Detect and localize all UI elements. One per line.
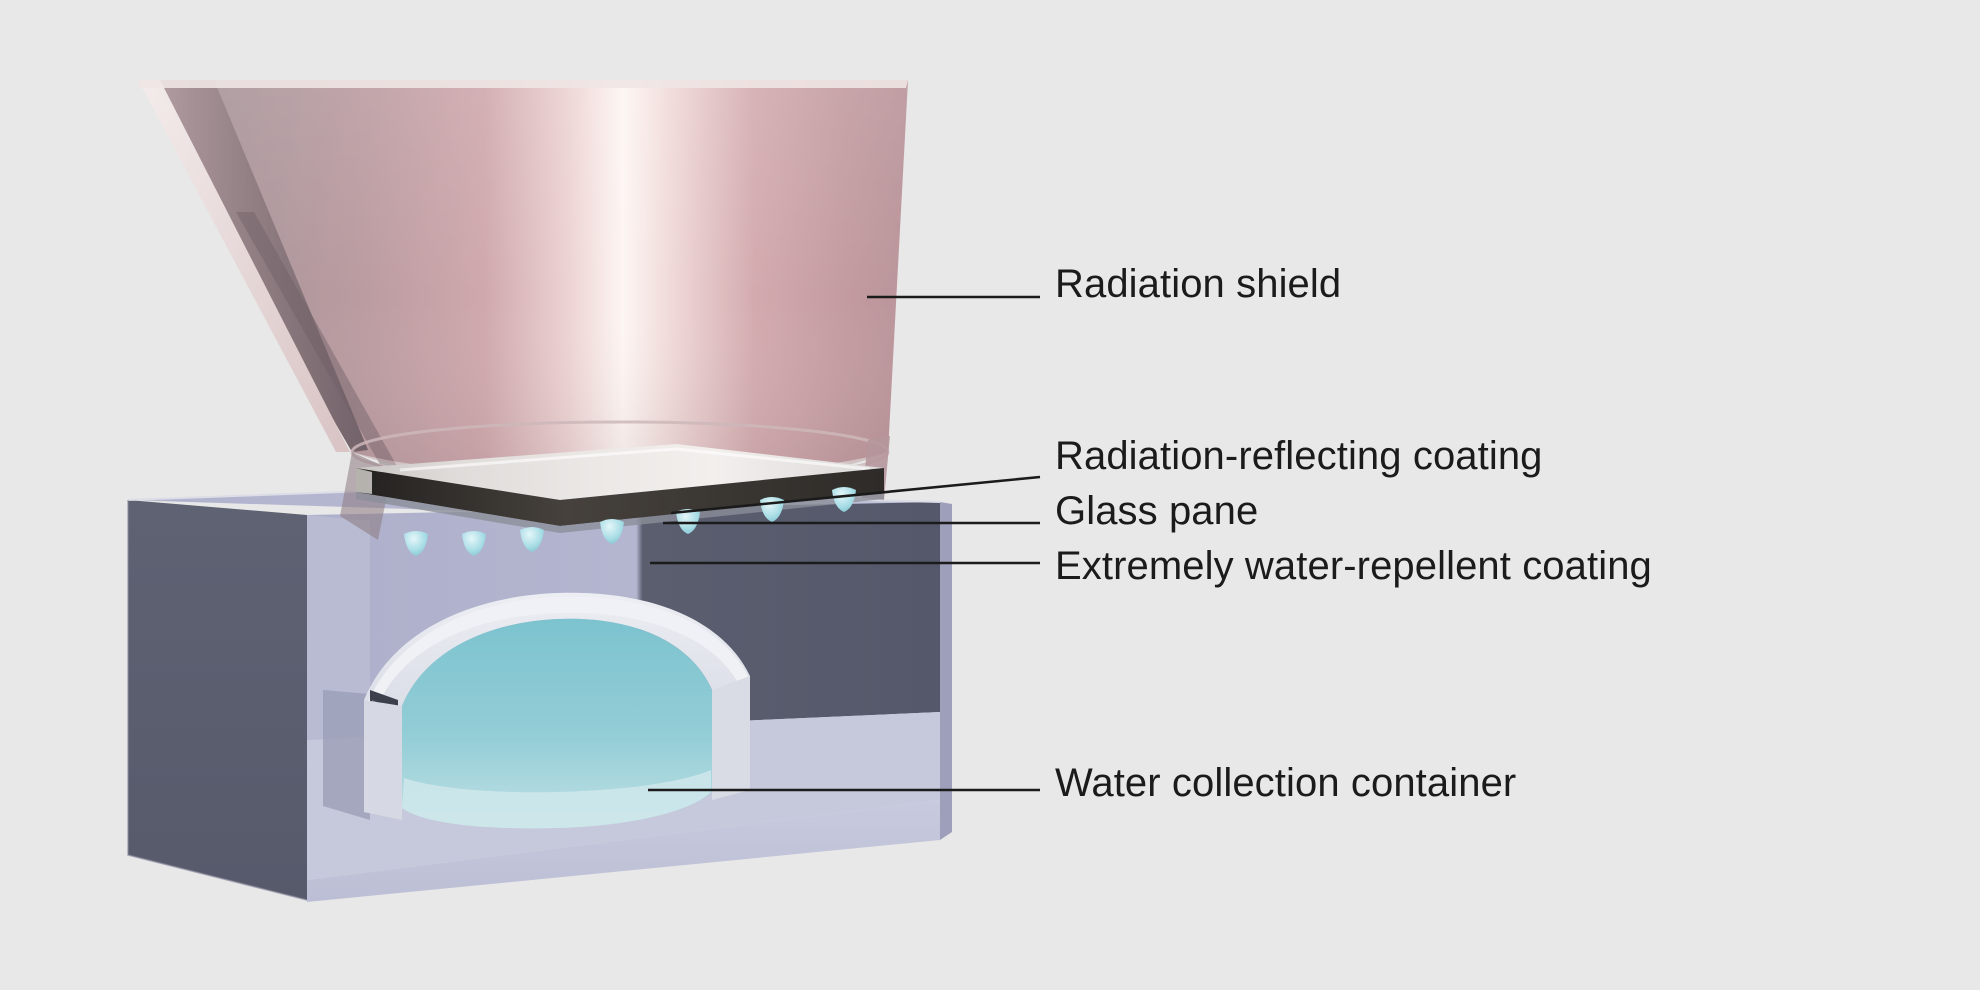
box-left-face (128, 500, 307, 900)
water-surface-sheen (402, 770, 711, 829)
droplet (600, 519, 624, 544)
radiation-shield-cone (138, 80, 908, 540)
water-body (402, 618, 712, 829)
leader-line-radiation-reflecting-coating (670, 475, 1041, 515)
leader-lines (648, 295, 1041, 792)
label-radiation-reflecting-coating: Radiation-reflecting coating (1055, 434, 1543, 478)
cone-top-rim (138, 80, 908, 88)
droplet (676, 509, 700, 534)
box-edge-left (127, 500, 308, 901)
label-water-collection-container: Water collection container (1055, 761, 1517, 805)
droplet (520, 527, 544, 552)
glass-pane-left-chip (356, 468, 372, 494)
glass-pane-slab (356, 444, 884, 533)
water-container (364, 592, 750, 829)
container-left-endcap (364, 700, 402, 820)
box-right-outer-face (940, 502, 952, 840)
droplet (404, 531, 428, 556)
cone-left-rim-highlight (138, 80, 350, 452)
droplet (462, 531, 486, 556)
water-droplets (404, 487, 856, 556)
container-right-post (712, 676, 750, 800)
droplet (832, 487, 856, 512)
label-glass-pane: Glass pane (1055, 489, 1259, 533)
container-rim-highlight (366, 596, 750, 710)
label-extremely-water-repellent-coating: Extremely water-repellent coating (1055, 544, 1652, 588)
coating-specular-line (399, 447, 871, 472)
cone-inner-crease (236, 212, 398, 468)
box-interior-recess (323, 690, 370, 820)
label-radiation-shield: Radiation shield (1055, 262, 1342, 306)
glass-pane-edge (356, 468, 884, 526)
box-front-face (307, 800, 940, 902)
